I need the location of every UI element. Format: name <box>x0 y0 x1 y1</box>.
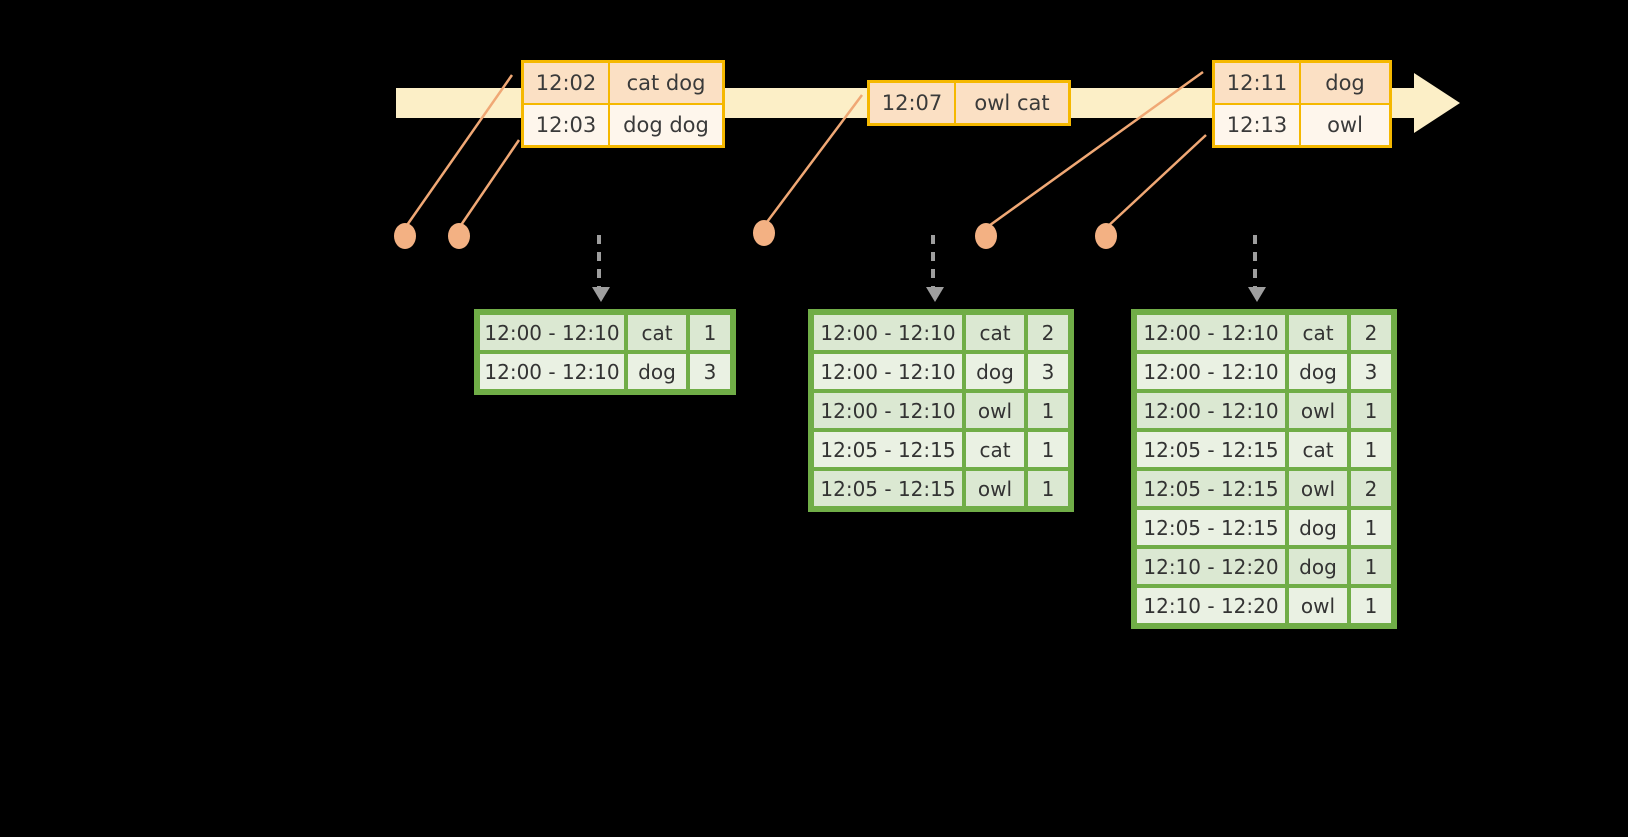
event-box-b: 12:07 owl cat <box>867 80 1071 126</box>
table-cell-window: 12:00 - 12:10 <box>478 313 626 352</box>
arrow-stem <box>1253 235 1257 287</box>
table-cell-count: 2 <box>1026 313 1070 352</box>
table-cell-window: 12:05 - 12:15 <box>1135 430 1287 469</box>
table-cell-word: dog <box>1287 352 1349 391</box>
table-cell-word: dog <box>1287 547 1349 586</box>
event-time: 12:11 <box>1215 63 1301 103</box>
table-cell-window: 12:05 - 12:15 <box>812 469 964 508</box>
event-dot <box>975 223 997 249</box>
table-cell-count: 1 <box>1349 430 1393 469</box>
table-cell-count: 3 <box>1349 352 1393 391</box>
table-cell-word: owl <box>1287 586 1349 625</box>
arrow-head <box>1248 287 1266 302</box>
table-cell-count: 3 <box>1026 352 1070 391</box>
arrow-head <box>926 287 944 302</box>
arrow-head <box>592 287 610 302</box>
down-arrow-icon <box>926 235 944 302</box>
table-cell-window: 12:00 - 12:10 <box>478 352 626 391</box>
event-row: 12:13 owl <box>1215 103 1389 145</box>
table-cell-window: 12:10 - 12:20 <box>1135 547 1287 586</box>
event-words: owl cat <box>956 83 1068 123</box>
table-cell-window: 12:00 - 12:10 <box>1135 352 1287 391</box>
table-cell-window: 12:05 - 12:15 <box>1135 469 1287 508</box>
table-cell-word: owl <box>964 469 1026 508</box>
table-cell-word: cat <box>1287 430 1349 469</box>
table-cell-count: 3 <box>688 352 732 391</box>
table-cell-count: 1 <box>688 313 732 352</box>
event-time: 12:02 <box>524 63 610 103</box>
leader-line <box>457 139 521 229</box>
table-cell-window: 12:05 - 12:15 <box>812 430 964 469</box>
down-arrow-icon <box>1248 235 1266 302</box>
table-cell-count: 2 <box>1349 313 1393 352</box>
event-row: 12:03 dog dog <box>524 103 722 145</box>
table-cell-count: 2 <box>1349 469 1393 508</box>
event-time: 12:03 <box>524 105 610 145</box>
table-cell-word: owl <box>1287 391 1349 430</box>
table-cell-window: 12:00 - 12:10 <box>1135 391 1287 430</box>
table-cell-word: cat <box>626 313 688 352</box>
event-time: 12:13 <box>1215 105 1301 145</box>
event-dot <box>448 223 470 249</box>
table-cell-word: cat <box>964 313 1026 352</box>
down-arrow-icon <box>592 235 610 302</box>
event-box-c: 12:11 dog 12:13 owl <box>1212 60 1392 148</box>
table-cell-count: 1 <box>1026 430 1070 469</box>
table-cell-word: owl <box>1287 469 1349 508</box>
table-cell-word: cat <box>1287 313 1349 352</box>
table-cell-window: 12:00 - 12:10 <box>812 313 964 352</box>
table-cell-word: dog <box>626 352 688 391</box>
table-cell-count: 1 <box>1026 469 1070 508</box>
event-row: 12:11 dog <box>1215 63 1389 103</box>
event-dot <box>753 220 775 246</box>
event-time: 12:07 <box>870 83 956 123</box>
table-cell-count: 1 <box>1349 508 1393 547</box>
table-cell-word: cat <box>964 430 1026 469</box>
table-cell-word: dog <box>1287 508 1349 547</box>
event-dot <box>1095 223 1117 249</box>
table-cell-window: 12:05 - 12:15 <box>1135 508 1287 547</box>
arrow-stem <box>597 235 601 287</box>
table-cell-window: 12:10 - 12:20 <box>1135 586 1287 625</box>
event-row: 12:07 owl cat <box>870 83 1068 123</box>
table-cell-word: dog <box>964 352 1026 391</box>
table-cell-window: 12:00 - 12:10 <box>812 352 964 391</box>
table-cell-count: 1 <box>1349 586 1393 625</box>
table-cell-count: 1 <box>1349 391 1393 430</box>
event-dot <box>394 223 416 249</box>
table-cell-window: 12:00 - 12:10 <box>1135 313 1287 352</box>
leader-line <box>1105 134 1207 229</box>
event-words: owl <box>1301 105 1389 145</box>
table-cell-count: 1 <box>1349 547 1393 586</box>
table-cell-window: 12:00 - 12:10 <box>812 391 964 430</box>
event-words: dog dog <box>610 105 722 145</box>
arrow-stem <box>931 235 935 287</box>
event-words: dog <box>1301 63 1389 103</box>
event-row: 12:02 cat dog <box>524 63 722 103</box>
table-cell-count: 1 <box>1026 391 1070 430</box>
event-box-a: 12:02 cat dog 12:03 dog dog <box>521 60 725 148</box>
event-words: cat dog <box>610 63 722 103</box>
table-cell-word: owl <box>964 391 1026 430</box>
timeline-arrow-head <box>1414 73 1460 133</box>
